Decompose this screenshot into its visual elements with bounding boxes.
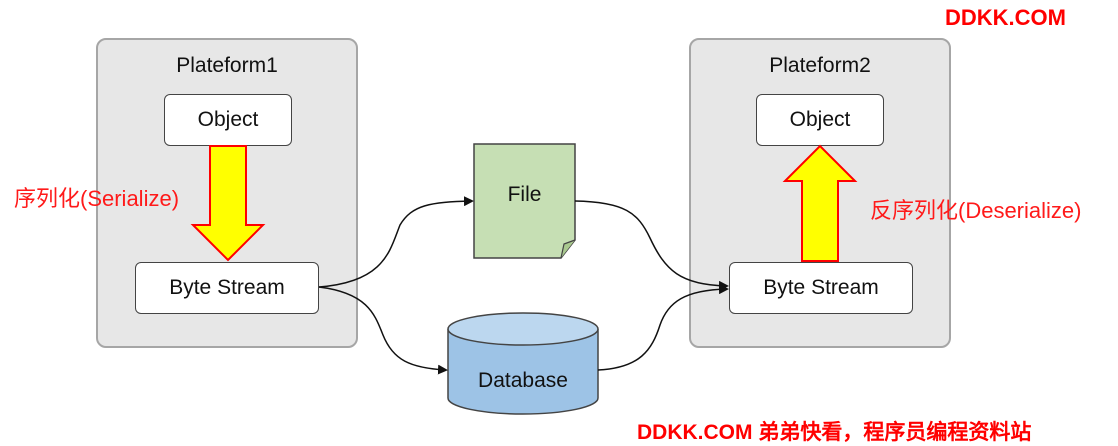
connector-file-to-stream2 <box>574 200 729 291</box>
deserialize-label: 反序列化(Deserialize) <box>870 198 1082 223</box>
watermark-top: DDKK.COM <box>945 5 1066 30</box>
deserialize-arrow <box>782 144 858 262</box>
platform2-byte-stream-box: Byte Stream <box>729 262 913 314</box>
serialize-label: 序列化(Serialize) <box>14 186 180 211</box>
platform1-byte-stream-box: Byte Stream <box>135 262 319 314</box>
file-fold-corner <box>560 239 576 259</box>
platform2-title: Plateform2 <box>769 54 871 77</box>
connector-stream1-to-database <box>318 286 448 375</box>
connector-stream1-to-file <box>318 196 474 288</box>
file-label: File <box>507 183 542 206</box>
database-label: Database <box>478 369 568 392</box>
platform1-title: Plateform1 <box>176 54 278 77</box>
database-cylinder <box>447 312 599 415</box>
watermark-bottom: DDKK.COM 弟弟快看，程序员编程资料站 <box>637 421 1032 444</box>
serialize-arrow <box>190 145 266 262</box>
connector-database-to-stream2 <box>597 284 729 371</box>
platform2-object-box: Object <box>756 94 884 146</box>
